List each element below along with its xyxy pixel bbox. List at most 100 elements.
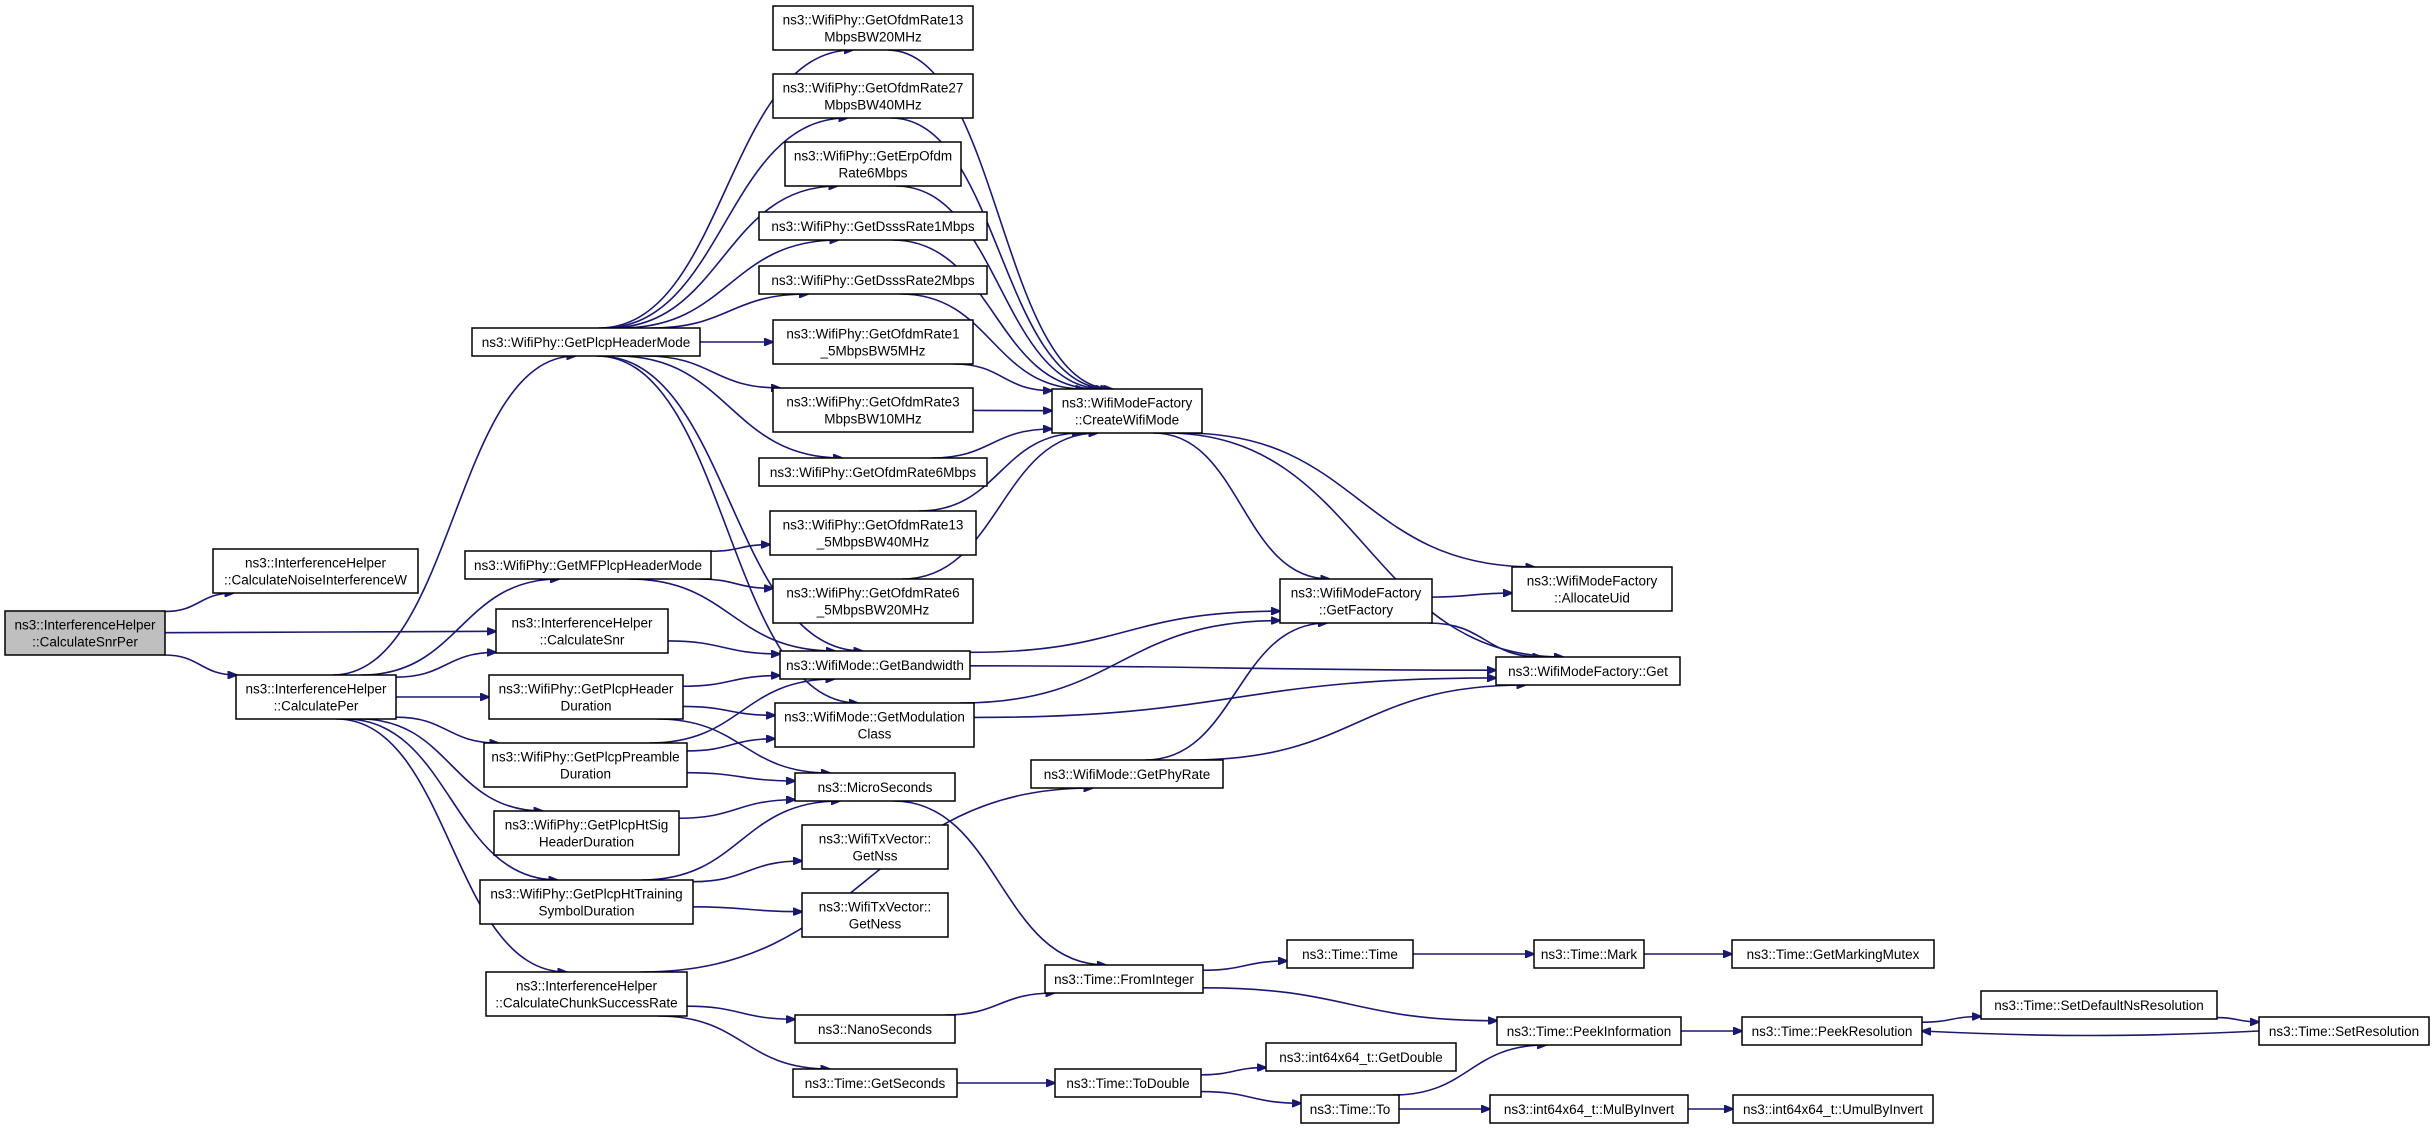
node-label-line: ns3::Time::GetMarkingMutex — [1747, 947, 1920, 962]
function-node-getPlcpHtTrainingSymbolDuration[interactable]: ns3::WifiPhy::GetPlcpHtTrainingSymbolDur… — [479, 879, 694, 925]
call-edge-nanoSeconds-to-fromInteger — [944, 993, 1055, 1016]
call-edge-getModulationClass-to-factoryGet — [973, 678, 1496, 719]
node-label-line: GetNss — [852, 849, 897, 864]
node-label-line: ns3::Time::FromInteger — [1054, 972, 1194, 987]
node-box — [1489, 1094, 1689, 1124]
function-node-umulByInvert[interactable]: ns3::int64x64_t::UmulByInvert — [1732, 1094, 1934, 1124]
call-edge-getMFPlcpHeaderMode-to-getBandwidth — [628, 578, 835, 651]
function-node-timeTo[interactable]: ns3::Time::To — [1300, 1094, 1400, 1124]
function-node-getNess[interactable]: ns3::WifiTxVector::GetNess — [801, 892, 949, 938]
function-node-calcSnr[interactable]: ns3::InterferenceHelper::CalculateSnr — [495, 608, 669, 654]
function-node-ofdm6_5bw20[interactable]: ns3::WifiPhy::GetOfdmRate6_5MbpsBW20MHz — [772, 578, 974, 624]
node-label-line: ::CreateWifiMode — [1075, 413, 1179, 428]
node-box — [493, 810, 680, 856]
function-node-peekResolution[interactable]: ns3::Time::PeekResolution — [1741, 1016, 1923, 1046]
function-node-dsss2[interactable]: ns3::WifiPhy::GetDsssRate2Mbps — [758, 265, 988, 295]
call-edge-setResolution-to-peekResolution — [1922, 1031, 2260, 1037]
node-box — [769, 510, 977, 556]
call-edge-calcSnrPer-to-calcSnr — [164, 631, 496, 632]
function-node-ofdm6[interactable]: ns3::WifiPhy::GetOfdmRate6Mbps — [758, 457, 988, 487]
function-node-fromInteger[interactable]: ns3::Time::FromInteger — [1044, 964, 1204, 994]
node-box — [758, 265, 988, 295]
function-node-toDouble[interactable]: ns3::Time::ToDouble — [1054, 1068, 1202, 1098]
function-node-setResolution[interactable]: ns3::Time::SetResolution — [2258, 1016, 2430, 1046]
function-node-timeTime[interactable]: ns3::Time::Time — [1286, 939, 1414, 969]
function-node-timeMark[interactable]: ns3::Time::Mark — [1533, 939, 1645, 969]
node-label-line: HeaderDuration — [539, 835, 634, 850]
function-node-int64GetDouble[interactable]: ns3::int64x64_t::GetDouble — [1265, 1042, 1457, 1072]
call-edge-getPlcpHeaderMode-to-erpOfdm6 — [608, 186, 838, 329]
function-node-calcPer[interactable]: ns3::InterferenceHelper::CalculatePer — [235, 674, 397, 720]
function-node-ofdm13_5bw40[interactable]: ns3::WifiPhy::GetOfdmRate13_5MbpsBW40MHz — [769, 510, 977, 556]
function-node-ofdm1_5bw5[interactable]: ns3::WifiPhy::GetOfdmRate1_5MbpsBW5MHz — [772, 319, 974, 365]
function-node-getMarkingMutex[interactable]: ns3::Time::GetMarkingMutex — [1731, 939, 1935, 969]
function-node-getPhyRate[interactable]: ns3::WifiMode::GetPhyRate — [1030, 759, 1224, 789]
function-node-factoryGet[interactable]: ns3::WifiModeFactory::Get — [1495, 656, 1681, 686]
node-box — [1044, 964, 1204, 994]
node-label-line: ns3::WifiPhy::GetPlcpHeaderMode — [482, 335, 691, 350]
function-node-calcNoise[interactable]: ns3::InterferenceHelper::CalculateNoiseI… — [212, 548, 419, 594]
node-label-line: _5MbpsBW20MHz — [816, 603, 930, 618]
node-box — [1741, 1016, 1923, 1046]
call-edge-getPlcpHeaderMode-to-ofdm6 — [616, 355, 842, 458]
node-box — [792, 1068, 958, 1098]
call-edge-getPlcpHeaderMode-to-getBandwidth — [598, 355, 863, 651]
call-edge-calcSnrPer-to-calcNoise — [164, 593, 234, 613]
function-node-dsss1[interactable]: ns3::WifiPhy::GetDsssRate1Mbps — [758, 211, 988, 241]
function-node-getBandwidth[interactable]: ns3::WifiMode::GetBandwidth — [779, 650, 971, 680]
call-edge-dsss2-to-createWifiMode — [900, 293, 1084, 389]
node-box — [784, 141, 962, 187]
node-label-line: ns3::WifiPhy::GetPlcpPreamble — [491, 750, 679, 765]
function-node-calcSnrPer[interactable]: ns3::InterferenceHelper::CalculateSnrPer — [4, 610, 166, 656]
node-box — [758, 211, 988, 241]
function-node-getNss[interactable]: ns3::WifiTxVector::GetNss — [801, 824, 949, 870]
call-edge-fromInteger-to-peekInformation — [1202, 987, 1497, 1021]
call-edge-getPlcpPreambleDuration-to-getModulationClass — [686, 739, 775, 752]
function-node-calcChunkSuccessRate[interactable]: ns3::InterferenceHelper::CalculateChunkS… — [485, 971, 688, 1017]
call-edge-getPlcpHtTrainingSymbolDuration-to-getNss — [692, 861, 802, 883]
call-edge-getBandwidth-to-getFactory — [969, 611, 1280, 654]
call-edge-ofdm13bw20-to-createWifiMode — [887, 49, 1113, 389]
function-node-allocateUid[interactable]: ns3::WifiModeFactory::AllocateUid — [1511, 566, 1673, 612]
function-node-nanoSeconds[interactable]: ns3::NanoSeconds — [794, 1014, 956, 1044]
function-node-getMFPlcpHeaderMode[interactable]: ns3::WifiPhy::GetMFPlcpHeaderMode — [464, 550, 712, 580]
call-edge-createWifiMode-to-allocateUid — [1184, 432, 1534, 567]
node-label-line: ns3::WifiModeFactory — [1291, 586, 1422, 601]
node-label-line: ::CalculateNoiseInterferenceW — [224, 573, 407, 588]
call-edge-getFactory-to-allocateUid — [1431, 593, 1512, 598]
call-edge-calcPer-to-getPlcpHeaderMode — [332, 356, 576, 676]
call-edge-calcPer-to-getPlcpHtTrainingSymbolDuration — [345, 718, 557, 880]
call-edge-calcSnrPer-to-calcPer — [164, 654, 236, 675]
node-label-line: ns3::WifiPhy::GetDsssRate1Mbps — [771, 219, 975, 234]
node-label-line: ns3::InterferenceHelper — [245, 682, 387, 697]
function-node-peekInformation[interactable]: ns3::Time::PeekInformation — [1496, 1016, 1682, 1046]
node-label-line: ns3::WifiPhy::GetOfdmRate13 — [783, 13, 964, 28]
function-node-mulByInvert[interactable]: ns3::int64x64_t::MulByInvert — [1489, 1094, 1689, 1124]
call-edge-toDouble-to-timeTo — [1200, 1090, 1301, 1104]
call-edge-fromInteger-to-timeTime — [1202, 961, 1287, 972]
node-label-line: ::CalculateSnrPer — [32, 635, 138, 650]
node-box — [212, 548, 419, 594]
node-box — [1511, 566, 1673, 612]
function-node-getSeconds[interactable]: ns3::Time::GetSeconds — [792, 1068, 958, 1098]
function-node-microSeconds[interactable]: ns3::MicroSeconds — [794, 772, 956, 802]
node-label-line: ns3::Time::SetDefaultNsResolution — [1994, 998, 2204, 1013]
node-label-line: ns3::InterferenceHelper — [511, 616, 653, 631]
node-label-line: ns3::WifiModeFactory — [1527, 574, 1658, 589]
function-node-getFactory[interactable]: ns3::WifiModeFactory::GetFactory — [1279, 578, 1433, 624]
function-node-setDefaultNsResolution[interactable]: ns3::Time::SetDefaultNsResolution — [1980, 990, 2218, 1020]
call-edge-getPlcpHeaderMode-to-ofdm3bw10 — [645, 355, 780, 388]
call-edge-getPlcpHtTrainingSymbolDuration-to-getNess — [692, 905, 802, 912]
function-node-getPlcpHeaderMode[interactable]: ns3::WifiPhy::GetPlcpHeaderMode — [471, 327, 701, 357]
node-label-line: ns3::WifiPhy::GetOfdmRate27 — [783, 81, 964, 96]
function-node-createWifiMode[interactable]: ns3::WifiModeFactory::CreateWifiMode — [1051, 388, 1203, 434]
